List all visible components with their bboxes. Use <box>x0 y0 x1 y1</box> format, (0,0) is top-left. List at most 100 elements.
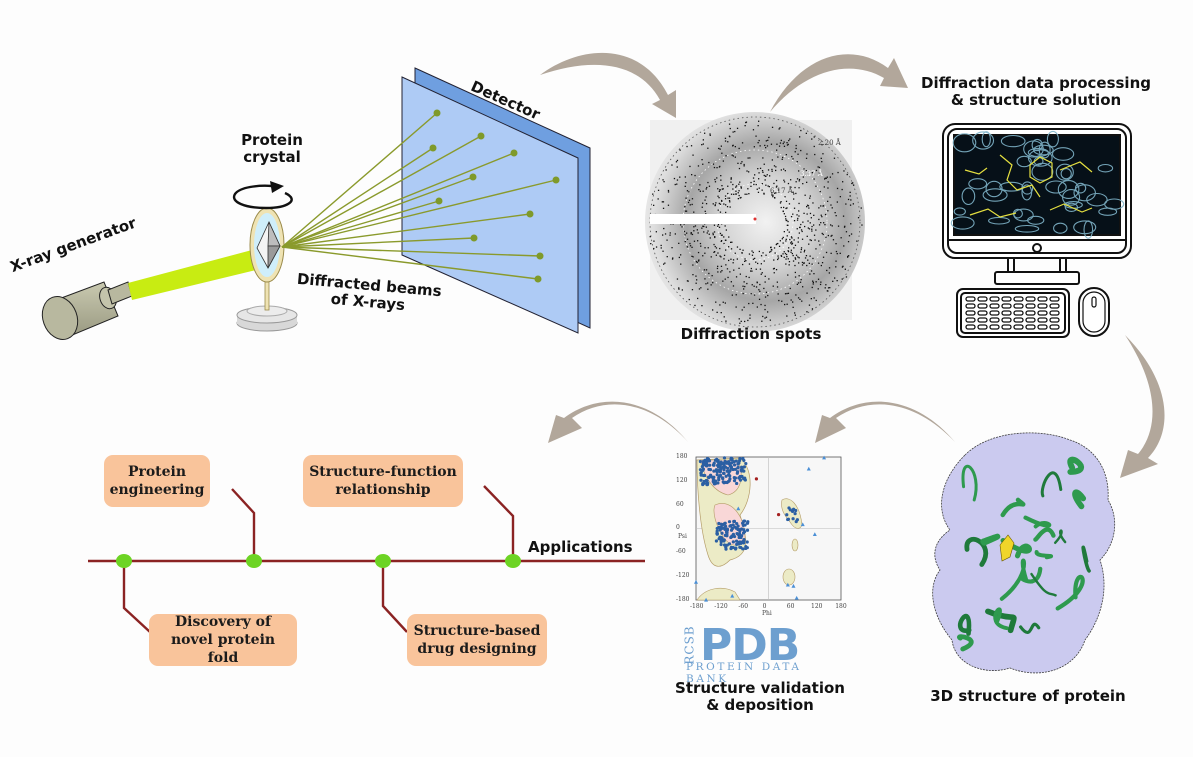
diffraction-spot <box>771 192 773 194</box>
diffraction-spot <box>820 222 822 224</box>
diffraction-spot <box>717 225 719 227</box>
ramachandran-point <box>739 474 744 479</box>
diffraction-spot <box>799 281 802 283</box>
diffraction-spot <box>826 290 828 292</box>
ramachandran-point <box>725 527 730 531</box>
ramachandran-point <box>736 527 740 532</box>
diffraction-spot <box>719 255 721 257</box>
diffraction-spot <box>787 224 789 226</box>
diffraction-spot <box>750 267 752 270</box>
diffraction-spot <box>779 142 782 144</box>
diffraction-spot <box>714 251 716 253</box>
ramachandran-point <box>744 461 748 466</box>
diffraction-spot <box>748 253 751 255</box>
diffraction-spot <box>771 159 773 161</box>
diffraction-spot <box>723 254 726 256</box>
ramachandran-x-tick: -180 <box>690 603 704 610</box>
diffraction-spot <box>811 286 813 289</box>
diffraction-spot <box>805 132 807 134</box>
ramachandran-x-tick: 60 <box>786 603 795 610</box>
diffraction-spot <box>705 283 707 285</box>
diffraction-spot <box>811 230 813 232</box>
diffraction-spot <box>758 178 760 180</box>
ramachandran-glycine-point <box>791 583 796 588</box>
diffraction-spot <box>760 255 763 257</box>
diffraction-spot <box>704 132 706 134</box>
diffraction-spot <box>689 165 691 168</box>
diffraction-spot <box>762 315 764 318</box>
diffraction-spot <box>727 192 729 195</box>
diffraction-spot <box>769 319 771 321</box>
diffraction-spot <box>829 287 831 289</box>
diffraction-spot <box>757 125 759 127</box>
diffraction-spot <box>817 166 819 168</box>
diffraction-spot <box>719 148 721 150</box>
diffraction-spot <box>764 179 766 181</box>
diffraction-spot <box>775 269 778 271</box>
diffraction-spot <box>653 247 655 250</box>
diffraction-spot <box>773 272 775 274</box>
keyboard-key <box>1049 317 1060 323</box>
ramachandran-point <box>698 459 702 464</box>
diffraction-spot <box>783 179 785 181</box>
keyboard-key <box>1037 296 1048 302</box>
diffraction-spot <box>852 182 854 184</box>
diffraction-spot <box>774 252 776 254</box>
diffraction-spot <box>732 285 735 287</box>
diffraction-spot <box>767 169 770 171</box>
keyboard-key <box>965 303 976 309</box>
diffraction-spot <box>716 267 719 270</box>
diffraction-spot <box>831 234 833 237</box>
ramachandran-glycine-point <box>785 582 790 587</box>
diffraction-spot <box>794 258 797 260</box>
diffraction-spot <box>657 198 659 200</box>
flow-arrow-2 <box>770 54 908 112</box>
diffraction-spot <box>712 282 714 284</box>
ramachandran-point <box>735 542 739 546</box>
diffraction-spot <box>852 203 854 205</box>
diffraction-spot <box>778 128 780 130</box>
diffraction-spot <box>836 253 838 255</box>
diffraction-spot <box>786 292 788 295</box>
density-contour <box>1016 155 1032 168</box>
diffraction-spot <box>800 279 802 281</box>
diffraction-spot <box>735 294 737 296</box>
diffraction-spot <box>772 268 775 270</box>
diffraction-spot <box>750 181 752 184</box>
diffraction-spot <box>827 200 829 202</box>
diffraction-spot <box>847 241 850 243</box>
diffraction-spot <box>720 179 722 181</box>
ramachandran-point <box>736 524 740 528</box>
diffraction-spot <box>730 178 732 180</box>
diffraction-spot <box>805 157 808 159</box>
ramachandran-point <box>729 545 734 549</box>
diffraction-spot <box>750 270 752 272</box>
diffraction-spot <box>662 207 665 209</box>
diffraction-spot <box>666 256 668 258</box>
diffraction-spot <box>686 280 689 282</box>
diffraction-spot <box>780 201 782 203</box>
diffraction-spot <box>809 212 812 215</box>
diffraction-spot <box>803 212 805 214</box>
diffraction-spot <box>714 204 716 206</box>
diffraction-spot <box>685 210 688 212</box>
diffraction-spot <box>759 167 762 169</box>
diffraction-spot <box>714 178 716 181</box>
diffraction-spot <box>743 165 745 167</box>
ramachandran-point <box>736 465 740 470</box>
ramachandran-point <box>725 543 729 547</box>
diffraction-spot <box>680 263 682 265</box>
diffraction-spot <box>724 195 727 197</box>
diffraction-spot <box>815 229 817 231</box>
diffraction-spot <box>818 240 820 242</box>
ramachandran-point <box>729 464 733 469</box>
diffraction-spot <box>782 156 784 159</box>
diffraction-spot <box>810 239 812 242</box>
diffraction-spot <box>704 252 706 254</box>
diffraction-spot <box>712 163 715 165</box>
diffraction-spot <box>724 198 727 200</box>
diffraction-spot <box>725 229 727 231</box>
diffraction-spot <box>775 186 778 188</box>
diffraction-spot <box>686 232 688 234</box>
